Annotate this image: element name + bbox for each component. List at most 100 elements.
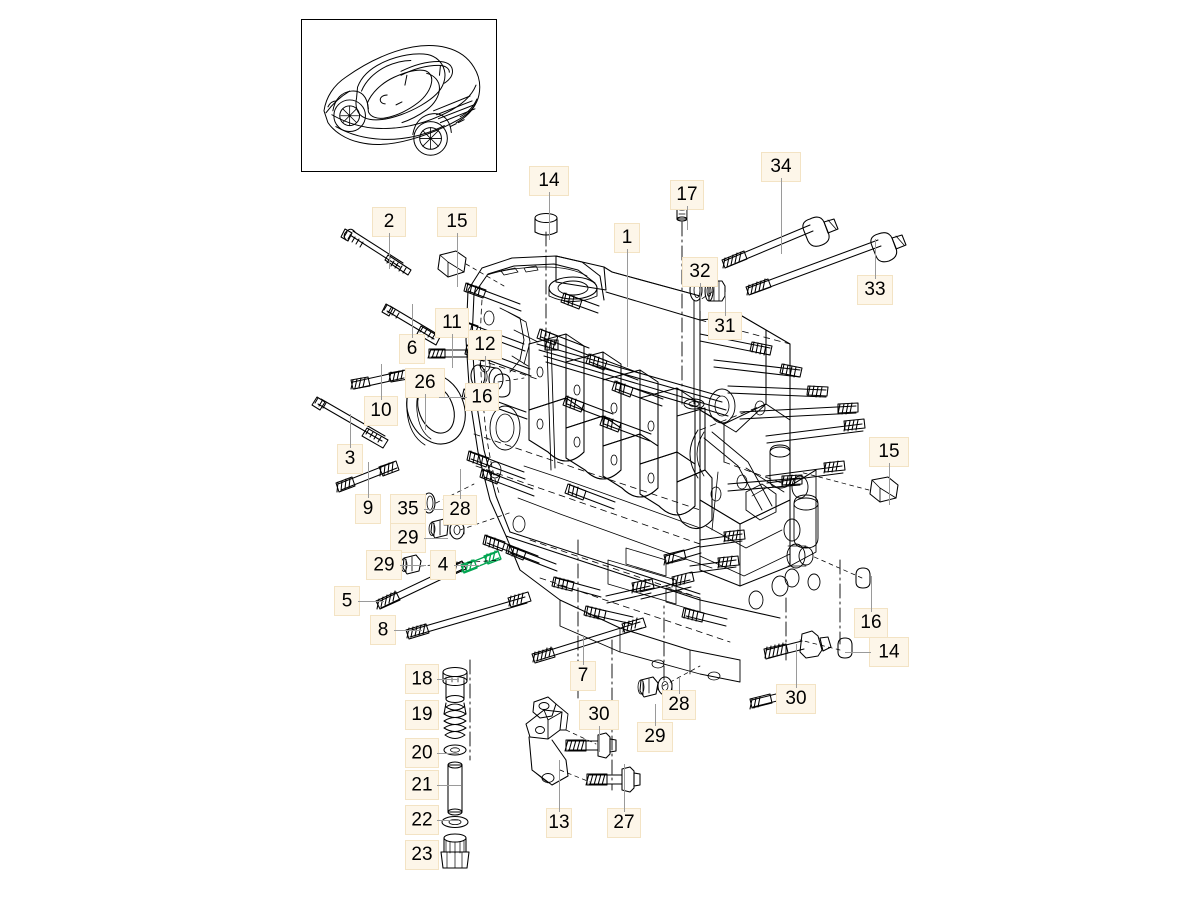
callout-10[interactable]: 10 bbox=[364, 396, 398, 426]
callout-6[interactable]: 6 bbox=[399, 334, 425, 364]
callout-leader-line bbox=[655, 704, 657, 726]
callout-number: 14 bbox=[878, 641, 900, 663]
callout-number: 8 bbox=[377, 619, 389, 641]
part-29-nut-center bbox=[637, 676, 659, 698]
callout-leader-line bbox=[400, 565, 426, 567]
callout-number: 30 bbox=[588, 704, 610, 725]
callout-8[interactable]: 8 bbox=[370, 615, 396, 645]
callout-number: 28 bbox=[449, 499, 471, 520]
callout-14[interactable]: 14 bbox=[869, 637, 909, 667]
callout-number: 7 bbox=[577, 665, 589, 686]
callout-23[interactable]: 23 bbox=[405, 840, 439, 870]
callout-16[interactable]: 16 bbox=[465, 383, 499, 411]
callout-number: 16 bbox=[471, 386, 493, 408]
callout-29[interactable]: 29 bbox=[390, 523, 426, 553]
callout-number: 30 bbox=[785, 688, 807, 709]
callout-number: 23 bbox=[411, 844, 433, 865]
part-20-washer bbox=[443, 744, 467, 756]
callout-13[interactable]: 13 bbox=[546, 808, 572, 838]
callout-20[interactable]: 20 bbox=[405, 738, 439, 768]
callout-number: 3 bbox=[344, 448, 356, 469]
part-33-flange-bolt-long bbox=[745, 232, 907, 296]
callout-34[interactable]: 34 bbox=[761, 152, 801, 182]
callout-leader-line bbox=[350, 414, 352, 448]
callout-number: 26 bbox=[414, 372, 436, 393]
callout-leader-line bbox=[412, 304, 414, 338]
part-30-bolt-right bbox=[763, 630, 832, 660]
callout-number: 6 bbox=[406, 338, 418, 359]
part-19-compression-spring bbox=[443, 702, 467, 740]
callout-number: 21 bbox=[411, 774, 433, 796]
callout-21[interactable]: 21 bbox=[405, 770, 439, 800]
callout-12[interactable]: 12 bbox=[468, 330, 502, 360]
callout-18[interactable]: 18 bbox=[405, 664, 439, 694]
callout-27[interactable]: 27 bbox=[607, 808, 641, 838]
callout-leader-line bbox=[687, 206, 689, 230]
callout-leader-line bbox=[871, 576, 873, 612]
callout-9[interactable]: 9 bbox=[355, 494, 381, 524]
callout-33[interactable]: 33 bbox=[857, 275, 893, 305]
callout-leader-line bbox=[781, 178, 783, 254]
callout-30[interactable]: 30 bbox=[579, 700, 619, 730]
callout-28[interactable]: 28 bbox=[443, 495, 477, 525]
callout-number: 34 bbox=[770, 156, 792, 177]
callout-number: 29 bbox=[644, 726, 666, 747]
callout-number: 29 bbox=[397, 527, 419, 549]
callout-29[interactable]: 29 bbox=[366, 550, 402, 580]
callout-number: 4 bbox=[437, 554, 449, 576]
callout-leader-line bbox=[457, 233, 459, 287]
callout-14[interactable]: 14 bbox=[529, 166, 569, 196]
callout-number: 13 bbox=[548, 812, 570, 833]
part-18-pressure-relief-cap bbox=[442, 666, 468, 704]
callout-35[interactable]: 35 bbox=[390, 494, 426, 524]
part-15-hex-nut-left bbox=[437, 250, 467, 278]
callout-number: 11 bbox=[442, 312, 462, 333]
callout-leader-line bbox=[627, 249, 629, 367]
callout-leader-line bbox=[549, 192, 551, 240]
part-23-screw-plug bbox=[440, 833, 470, 869]
callout-leader-line bbox=[679, 676, 681, 694]
callout-leader-line bbox=[368, 462, 370, 498]
main-bearing-webs bbox=[528, 333, 713, 530]
part-21-valve-plunger bbox=[447, 761, 463, 816]
callout-leader-line bbox=[875, 239, 877, 279]
callout-5[interactable]: 5 bbox=[334, 586, 360, 616]
callout-31[interactable]: 31 bbox=[708, 312, 742, 340]
callout-number: 5 bbox=[341, 590, 353, 612]
part-7-through-bolt bbox=[531, 617, 647, 664]
callout-leader-line bbox=[454, 565, 480, 567]
callout-28[interactable]: 28 bbox=[662, 690, 696, 720]
callout-29[interactable]: 29 bbox=[637, 722, 673, 752]
callout-2[interactable]: 2 bbox=[372, 207, 406, 237]
vehicle-thumbnail[interactable] bbox=[301, 19, 497, 172]
callout-22[interactable]: 22 bbox=[405, 805, 439, 835]
callout-3[interactable]: 3 bbox=[337, 444, 363, 474]
callout-4[interactable]: 4 bbox=[430, 550, 456, 580]
callout-number: 31 bbox=[714, 316, 736, 337]
callout-7[interactable]: 7 bbox=[570, 661, 596, 691]
callout-number: 18 bbox=[411, 668, 433, 690]
callout-15[interactable]: 15 bbox=[869, 437, 909, 467]
callout-leader-line bbox=[437, 820, 459, 822]
part-27-bolt-lower bbox=[585, 766, 641, 793]
callout-30[interactable]: 30 bbox=[776, 684, 816, 714]
part-34-flange-bolt-long bbox=[721, 216, 839, 269]
part-6-stud-short bbox=[381, 303, 441, 346]
callout-11[interactable]: 11 bbox=[435, 308, 469, 338]
callout-leader-line bbox=[425, 394, 427, 430]
callout-leader-line bbox=[389, 233, 391, 269]
callout-number: 1 bbox=[621, 227, 633, 248]
callout-leader-line bbox=[624, 764, 626, 812]
callout-26[interactable]: 26 bbox=[405, 368, 445, 398]
callout-number: 17 bbox=[676, 184, 698, 205]
callout-19[interactable]: 19 bbox=[405, 700, 439, 730]
callout-16[interactable]: 16 bbox=[854, 608, 888, 638]
callout-number: 2 bbox=[383, 211, 395, 232]
callout-leader-line bbox=[460, 469, 462, 499]
callout-leader-line bbox=[381, 364, 383, 400]
callout-leader-line bbox=[796, 644, 798, 688]
callout-number: 29 bbox=[373, 554, 395, 576]
callout-number: 15 bbox=[446, 211, 468, 232]
callout-number: 35 bbox=[397, 498, 419, 520]
case-studs bbox=[455, 282, 866, 710]
